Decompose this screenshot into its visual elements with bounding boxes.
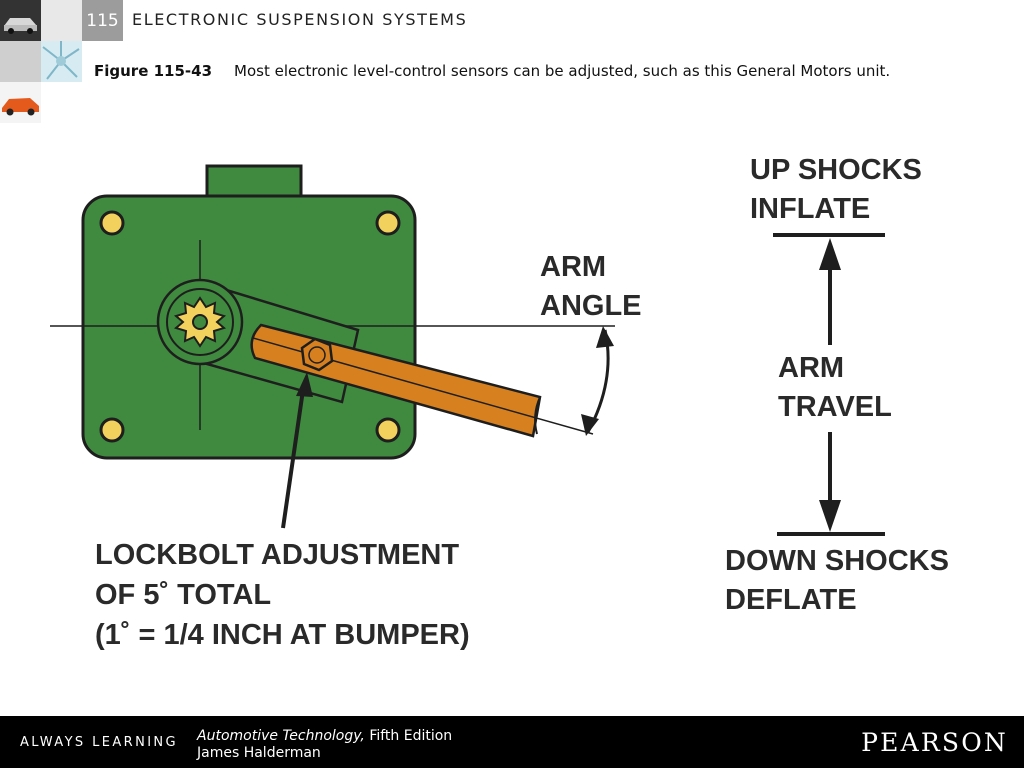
chapter-number-box: 115	[82, 0, 123, 41]
sports-car-thumbnail-image	[0, 82, 41, 123]
level-sensor-diagram: ARM ANGLE UP SHOCKS INFLATE ARM TRAVEL D…	[40, 140, 1000, 680]
shaft-center	[192, 314, 208, 330]
figure-label: Figure 115-43	[94, 62, 213, 80]
book-title: Automotive Technology,	[197, 728, 365, 744]
arm-angle-line-2: ANGLE	[540, 290, 642, 322]
arm-break-line	[534, 396, 541, 435]
lockbolt-line-3: (1˚ = 1/4 INCH AT BUMPER)	[95, 619, 470, 651]
arm-angle-line-1: ARM	[540, 251, 607, 283]
car-thumbnail-image	[0, 0, 41, 41]
blank-thumbnail	[41, 0, 82, 41]
header-thumbnails	[0, 0, 82, 124]
blank-thumbnail	[41, 82, 82, 123]
turbine-thumbnail-image	[41, 41, 82, 82]
figure-caption: Figure 115-43 Most electronic level-contr…	[94, 61, 994, 81]
chapter-title: ELECTRONIC SUSPENSION SYSTEMS	[132, 10, 468, 29]
arm-angle-arrowhead-down	[581, 414, 599, 436]
book-author: James Halderman	[197, 745, 321, 761]
gray-thumbnail	[0, 41, 41, 82]
mounting-hole	[375, 210, 401, 236]
book-edition: Fifth Edition	[364, 728, 453, 744]
footer-bar: ALWAYS LEARNING Automotive Technology, F…	[0, 716, 1024, 768]
lockbolt-label: LOCKBOLT ADJUSTMENT OF 5˚ TOTAL (1˚ = 1/…	[95, 535, 470, 655]
arm-travel-line-2: TRAVEL	[778, 391, 892, 423]
down-travel-arrowhead	[819, 500, 841, 532]
lockbolt-line-2: OF 5˚ TOTAL	[95, 579, 272, 611]
lockbolt-line-1: LOCKBOLT ADJUSTMENT	[95, 539, 460, 571]
mounting-hole	[99, 210, 125, 236]
mounting-hole	[375, 417, 401, 443]
lockbolt-washer	[308, 346, 326, 364]
up-shocks-line-2: INFLATE	[750, 193, 871, 225]
arm-travel-label: ARM TRAVEL	[778, 349, 892, 427]
up-travel-arrowhead	[819, 238, 841, 270]
sensor-drawing	[50, 164, 885, 536]
down-shocks-label: DOWN SHOCKS DEFLATE	[725, 542, 949, 620]
arm-travel-line-1: ARM	[778, 352, 845, 384]
arm-angle-label: ARM ANGLE	[540, 248, 642, 326]
up-shocks-label: UP SHOCKS INFLATE	[750, 151, 922, 229]
footer-tagline: ALWAYS LEARNING	[20, 735, 179, 750]
chapter-number: 115	[86, 10, 119, 31]
lockbolt-pointer-line	[281, 389, 305, 529]
publisher-logo: PEARSON	[861, 728, 1008, 757]
caption-text: Most electronic level-control sensors ca…	[234, 62, 891, 80]
lockbolt-icon	[300, 337, 334, 372]
lockbolt-pointer-arrowhead	[296, 372, 313, 397]
down-shocks-line-1: DOWN SHOCKS	[725, 545, 949, 577]
up-shocks-line-1: UP SHOCKS	[750, 154, 922, 186]
arm-angle-arrowhead-up	[596, 326, 614, 348]
down-shocks-line-2: DEFLATE	[725, 584, 857, 616]
book-credit: Automotive Technology, Fifth Edition Jam…	[197, 728, 452, 762]
housing-tab	[205, 164, 303, 202]
mounting-hole	[99, 417, 125, 443]
